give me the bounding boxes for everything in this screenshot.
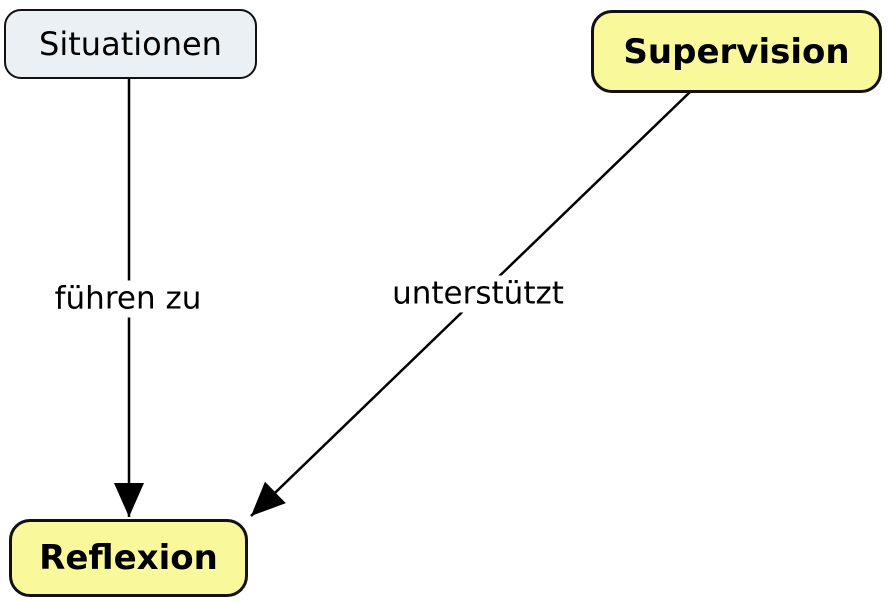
- node-label: Supervision: [623, 31, 850, 72]
- edge-label-fuehren-zu[interactable]: führen zu: [45, 280, 211, 318]
- node-supervision[interactable]: Supervision: [591, 10, 882, 93]
- node-reflexion[interactable]: Reflexion: [9, 519, 248, 597]
- node-situationen[interactable]: Situationen: [4, 9, 257, 79]
- node-label: Reflexion: [39, 538, 218, 578]
- node-label: Situationen: [39, 25, 222, 63]
- edge-label-unterstuetzt[interactable]: unterstützt: [383, 275, 573, 313]
